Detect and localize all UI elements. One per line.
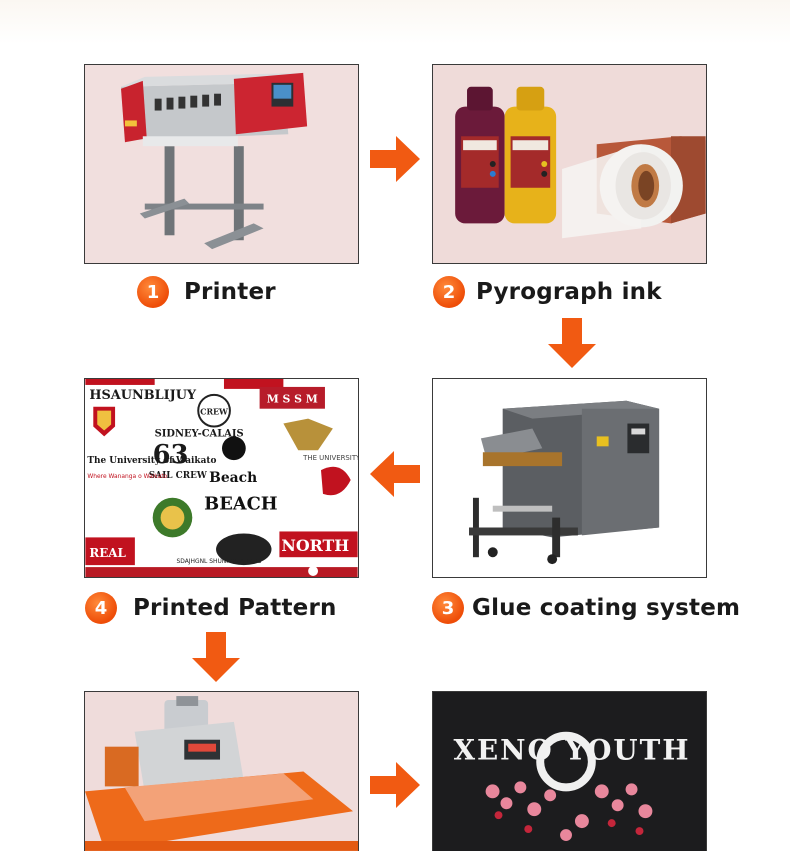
step-number-badge: 1 bbox=[137, 276, 169, 308]
top-fade bbox=[0, 0, 790, 44]
glue-coating-photo bbox=[432, 378, 707, 578]
pattern-text-waikato: The University of Waikato bbox=[87, 456, 216, 466]
pattern-text-sailcrew: SAIL CREW bbox=[149, 471, 208, 481]
arrow-right-icon bbox=[370, 136, 420, 182]
step-label-text: Glue coating system bbox=[472, 595, 741, 621]
printed-pattern-photo: M S S M HSAUNBLIJUY CREW SIDNEY-CALAIS 6… bbox=[84, 378, 359, 578]
pattern-text-hsaunbliuy: HSAUNBLIJUY bbox=[89, 388, 197, 403]
pattern-text-salford: THE UNIVERSITY SALFORD bbox=[302, 454, 358, 462]
heat-press-photo bbox=[84, 691, 359, 851]
step-label-glue-coating: 3 Glue coating system bbox=[432, 590, 740, 626]
pattern-text-real: REAL bbox=[89, 546, 126, 560]
step-label-text: Printer bbox=[184, 279, 276, 305]
step-label-printer: 1 Printer bbox=[137, 274, 276, 310]
pattern-text-mssm: M S S M bbox=[267, 393, 318, 406]
finished-shirt-photo: XENO YOUTH bbox=[432, 691, 707, 851]
step-label-text: Printed Pattern bbox=[133, 595, 337, 621]
pattern-text-beach-bold: BEACH bbox=[204, 494, 278, 515]
arrow-down-icon bbox=[548, 318, 596, 368]
arrow-left-icon bbox=[370, 451, 420, 497]
pattern-text-63: 63 bbox=[153, 440, 189, 470]
pattern-text-wananga: Where Wananga o Waikato bbox=[87, 473, 167, 480]
step-label-pyrograph-ink: 2 Pyrograph ink bbox=[433, 274, 662, 310]
pattern-text-sdajhgnl: SDAJHGNL SHUNI DSJAHKLIU bbox=[176, 558, 261, 565]
pattern-text-sidney: SIDNEY-CALAIS bbox=[155, 428, 244, 439]
step-number-badge: 2 bbox=[433, 276, 465, 308]
printer-photo bbox=[84, 64, 359, 264]
pattern-text-beach-script: Beach bbox=[209, 470, 257, 486]
step-label-text: Pyrograph ink bbox=[476, 279, 662, 305]
step-label-printed-pattern: 4 Printed Pattern bbox=[85, 590, 337, 626]
step-number-badge: 3 bbox=[432, 592, 464, 624]
arrow-down-icon bbox=[192, 632, 240, 682]
arrow-right-icon bbox=[370, 762, 420, 808]
pattern-text-north: NORTH bbox=[281, 536, 349, 555]
pyrograph-ink-photo bbox=[432, 64, 707, 264]
pattern-text-crew: CREW bbox=[200, 408, 228, 417]
step-number-badge: 4 bbox=[85, 592, 117, 624]
